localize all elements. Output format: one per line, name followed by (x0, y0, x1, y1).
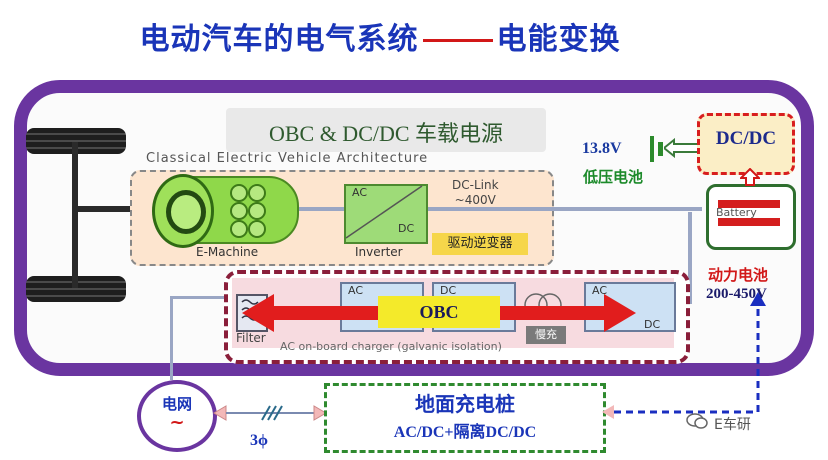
inverter-dc-label: DC (398, 222, 415, 235)
inverter-label: Inverter (355, 245, 403, 259)
title-right: 电能变换 (496, 22, 621, 57)
charger-module-3-ac: AC (592, 284, 608, 297)
arrow-left-head-icon (242, 294, 274, 332)
obc-title-background (226, 108, 546, 152)
e-machine-label: E-Machine (196, 245, 259, 259)
drive-shaft (78, 206, 168, 212)
ac-symbol-icon: ~ (169, 412, 185, 433)
grid-pile-connection (213, 405, 327, 421)
inverter-ac-label: AC (352, 186, 368, 199)
battery-symbol-icon (650, 136, 654, 162)
dcdc-converter (697, 113, 795, 175)
title-dash (422, 39, 493, 42)
inverter-diagonal (345, 185, 423, 239)
motor-coil-icon (230, 220, 248, 238)
motor-coil-icon (248, 220, 266, 238)
battery-plate-icon (718, 200, 780, 208)
slow-charge-tag: 慢充 (526, 326, 566, 344)
hv-battery-voltage: 200-450V (706, 286, 767, 302)
arrow-right-head-icon (604, 294, 636, 332)
ac-obc-caption: AC on-board charger (galvanic isolation) (280, 340, 502, 353)
charger-module-1-ac: AC (348, 284, 364, 297)
motor-coil-icon (230, 184, 248, 202)
title-left: 电动汽车的电气系统 (139, 22, 419, 57)
battery-plate-icon (718, 218, 780, 226)
architecture-heading: Classical Electric Vehicle Architecture (146, 151, 429, 166)
dc-link-voltage: ~400V (454, 193, 496, 207)
obc-label: OBC (378, 296, 500, 328)
battery-to-dcdc-arrow-icon (740, 168, 760, 186)
battery-charger-wire (688, 212, 692, 302)
grid-in-wire-1 (170, 296, 236, 299)
dc-link-wire (424, 207, 702, 211)
grid-label: 电网 (161, 395, 192, 413)
inverter (344, 184, 428, 244)
dcdc-to-lv-arrow-icon (664, 138, 699, 158)
watermark: E车研 (714, 417, 751, 433)
wechat-icon (686, 413, 708, 429)
hv-battery-label: 动力电池 (708, 266, 769, 284)
charging-pile-desc: AC/DC+隔离DC/DC (393, 424, 537, 441)
dc-link-text: DC-Link (452, 178, 499, 192)
battery-inner-label: Battery (716, 206, 757, 219)
charger-module-2-dc: DC (440, 284, 457, 297)
motor-coil-icon (248, 202, 266, 220)
dc-link-label: DC-Link ~400V (452, 178, 499, 208)
e-machine-rotor (166, 190, 206, 234)
diagram-title: 电动汽车的电气系统 电能变换 (0, 14, 760, 58)
hv-battery (706, 184, 796, 250)
dc-fast-charge-path (602, 292, 766, 419)
drive-inverter-label: 驱动逆变器 (432, 233, 528, 255)
motor-coil-icon (248, 184, 266, 202)
charging-pile-name: 地面充电桩 (415, 392, 515, 416)
motor-coil-icon (230, 202, 248, 220)
obc-dcdc-title: OBC & DC/DC 车载电源 (268, 121, 504, 146)
three-phase-label: 3ϕ (250, 432, 268, 449)
charger-module-3-dc: DC (644, 318, 661, 331)
grid-in-wire-2 (170, 296, 173, 380)
charging-pile-box (324, 383, 606, 453)
front-axle (72, 142, 78, 288)
filter-label: Filter (236, 331, 266, 345)
motor-inverter-wire (295, 207, 345, 211)
dcdc-label: DC/DC (715, 128, 777, 149)
lv-battery-voltage: 13.8V (582, 140, 622, 157)
lv-battery-label: 低压电池 (583, 168, 644, 186)
grid-circle (137, 380, 217, 452)
battery-symbol-icon (658, 142, 663, 156)
